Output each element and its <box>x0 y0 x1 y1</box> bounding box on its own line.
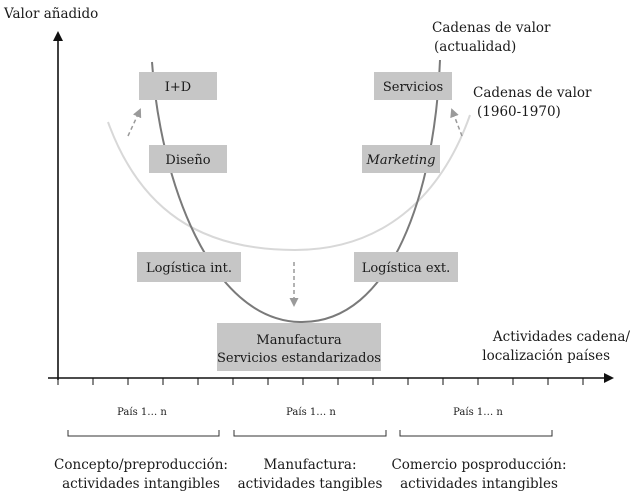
section-3-line1: Comercio posproducción: <box>391 457 566 473</box>
box-id: I+D <box>139 72 217 100</box>
box-logistica-ext: Logística ext. <box>354 252 458 282</box>
box-servicios: Servicios <box>374 72 452 100</box>
section-brackets <box>67 430 553 437</box>
box-marketing: Marketing <box>362 145 440 173</box>
svg-text:Diseño: Diseño <box>165 153 210 168</box>
svg-text:Manufactura: Manufactura <box>256 333 341 348</box>
box-manufactura: Manufactura Servicios estandarizados <box>217 323 381 371</box>
box-logistica-int: Logística int. <box>137 252 241 282</box>
bracket-1 <box>67 430 220 437</box>
bracket-2 <box>233 430 387 437</box>
section-1-line1: Concepto/preproducción: <box>54 457 228 473</box>
x-axis-label-line2: localización países <box>482 348 610 364</box>
svg-text:Logística int.: Logística int. <box>146 261 232 276</box>
x-axis-label-line1: Actividades cadena/ <box>492 329 631 345</box>
country-label-3: País 1… n <box>453 407 503 418</box>
current-curve-label-line1: Cadenas de valor <box>432 20 551 36</box>
section-2-line2: actividades tangibles <box>238 476 383 492</box>
x-axis-ticks <box>57 378 584 385</box>
svg-text:Marketing: Marketing <box>366 153 436 168</box>
box-diseno: Diseño <box>149 145 227 173</box>
country-label-2: País 1… n <box>286 407 336 418</box>
section-3-line2: actividades intangibles <box>400 476 558 492</box>
past-curve-label-line2: (1960-1970) <box>477 104 561 120</box>
up-arrow-right <box>450 108 463 137</box>
current-curve-label-line2: (actualidad) <box>434 39 516 55</box>
up-arrow-left <box>127 108 142 137</box>
svg-text:Servicios estandarizados: Servicios estandarizados <box>217 351 381 366</box>
svg-text:I+D: I+D <box>165 80 191 95</box>
svg-text:Logística ext.: Logística ext. <box>362 261 451 276</box>
bracket-3 <box>399 430 553 437</box>
country-label-1: País 1… n <box>117 407 167 418</box>
past-value-chain-curve <box>107 114 471 252</box>
section-2-line1: Manufactura: <box>263 457 356 473</box>
y-axis-label: Valor añadido <box>3 6 98 22</box>
svg-text:Servicios: Servicios <box>383 80 443 95</box>
section-1-line2: actividades intangibles <box>62 476 220 492</box>
past-curve-label-line1: Cadenas de valor <box>473 85 592 101</box>
current-value-chain-curve <box>151 59 441 324</box>
